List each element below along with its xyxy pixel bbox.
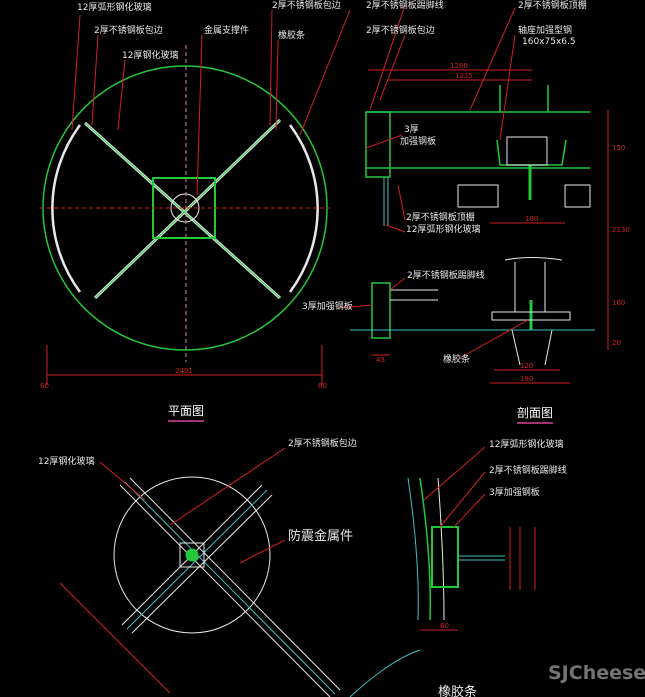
- dim-150: 150: [612, 144, 625, 152]
- plan-glass-diagonal-edge: [84, 122, 281, 299]
- plan-left-glass-arc: [51, 124, 82, 293]
- plan-label-arc-glass: 12厚弧形钢化玻璃: [77, 3, 152, 13]
- dim-43: 43: [376, 356, 385, 364]
- plan-view-title: 平面图: [168, 402, 205, 422]
- section-label-steel-ceiling-2: 2厚不锈钢板顶棚: [406, 213, 475, 223]
- dim-180b: 180: [520, 375, 533, 383]
- plan-label-tempered-glass: 12厚钢化玻璃: [122, 51, 179, 61]
- edge-dim-60: 60: [440, 622, 449, 630]
- section-label-3mm: 3厚: [404, 125, 419, 135]
- edge-reinforcing-plate: [431, 526, 459, 588]
- edge-label-reinforcing-plate: 3厚加强钢板: [489, 488, 540, 498]
- detail-label-seismic-metal: 防震金属件: [288, 529, 354, 544]
- center-detail: [59, 447, 421, 697]
- detail-center-bolt: [185, 548, 199, 562]
- plan-right-glass-arc: [288, 124, 319, 293]
- detail-label-steel-edging: 2厚不锈钢板包边: [288, 439, 357, 449]
- plan-label-metal-support: 金属支撑件: [204, 26, 250, 36]
- edge-label-arc-glass: 12厚弧形钢化玻璃: [489, 440, 564, 450]
- detail-label-tempered-glass: 12厚钢化玻璃: [38, 457, 95, 467]
- section-label-kick-line: 2厚不锈钢板踢脚线: [366, 1, 444, 11]
- section-label-steel-spec: 160x75x6.5: [522, 37, 576, 47]
- edge-detail: 60: [407, 446, 536, 631]
- section-label-kick-line-2: 2厚不锈钢板踢脚线: [407, 271, 485, 281]
- dim-120: 120: [520, 362, 533, 370]
- dim-100: 100: [612, 299, 625, 307]
- section-label-reinforcing-plate: 加强钢板: [400, 137, 437, 147]
- watermark: SJCheese: [548, 662, 645, 684]
- detail-support-circle: [113, 476, 271, 634]
- plan-glass-diagonal-edge: [94, 119, 281, 299]
- plan-label-steel-edging: 2厚不锈钢板包边: [94, 26, 163, 36]
- detail-center-hub: [179, 542, 205, 568]
- edge-label-rubber-strip: 橡胶条: [438, 685, 478, 697]
- plan-view: 2491 60 60: [40, 9, 351, 390]
- dim-1225: 1225: [455, 72, 473, 80]
- section-view-title: 剖面图: [517, 404, 554, 424]
- plan-dim-right: 60: [318, 382, 327, 390]
- dim-180: 180: [525, 215, 538, 223]
- plan-dim-width: 2491: [175, 367, 193, 375]
- plan-dim-left: 60: [40, 382, 49, 390]
- dim-20: 20: [612, 339, 621, 347]
- section-label-pivot-steel: 轴座加强型钢: [518, 26, 573, 36]
- edge-label-kick-line: 2厚不锈钢板踢脚线: [489, 466, 567, 476]
- dim-2130: 2130: [612, 226, 630, 234]
- section-view: 1280 1225 180 2130 150 43 120 180 100 20: [339, 4, 630, 384]
- section-label-reinforcing-plate-2: 3厚加强钢板: [302, 302, 353, 312]
- section-label-steel-edging: 2厚不锈钢板包边: [366, 26, 435, 36]
- section-label-steel-ceiling: 2厚不锈钢板顶棚: [518, 1, 587, 11]
- section-label-arc-glass: 12厚弧形钢化玻璃: [406, 225, 481, 235]
- plan-center-pivot: [170, 193, 200, 223]
- section-label-rubber-strip: 橡胶条: [443, 355, 471, 365]
- section-kick-plate: [371, 282, 391, 339]
- plan-label-steel-edging-2: 2厚不锈钢板包边: [272, 1, 341, 11]
- plan-label-rubber-strip: 橡胶条: [278, 31, 306, 41]
- dim-1280: 1280: [450, 62, 468, 70]
